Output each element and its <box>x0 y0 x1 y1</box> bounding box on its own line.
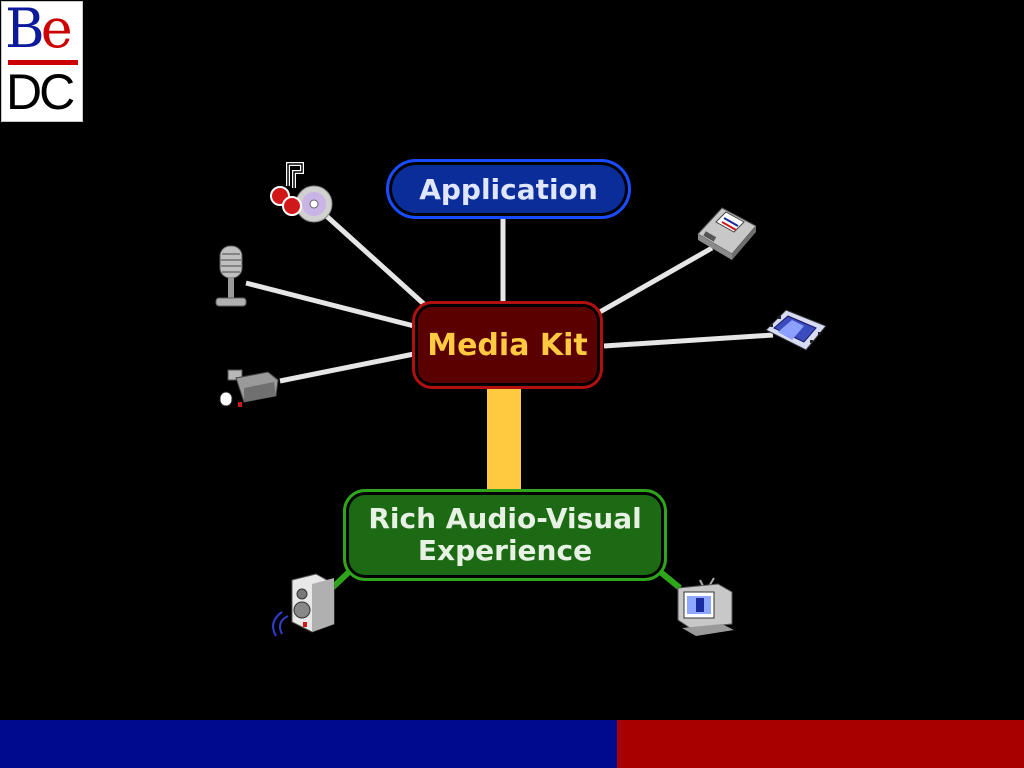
connector-camera <box>279 351 415 384</box>
footer-red-bar <box>617 720 1024 768</box>
footer-blue-bar <box>0 720 617 768</box>
media-kit-node: Media Kit <box>412 301 603 389</box>
microphone-icon <box>215 245 247 307</box>
music-cd-icon <box>270 162 333 223</box>
logo-dc-text: DC <box>6 64 75 120</box>
application-node: Application <box>386 159 631 219</box>
rich-av-label-line2: Experience <box>417 534 593 567</box>
logo-b-letter: B <box>5 0 45 60</box>
speaker-icon <box>272 573 335 637</box>
film-strip-icon <box>765 309 827 351</box>
rich-av-label-line1: Rich Audio-Visual <box>368 502 642 535</box>
media-kit-label: Media Kit <box>427 327 588 363</box>
logo-be-text: Be <box>5 0 73 60</box>
connector-microphone <box>245 280 415 329</box>
rich-av-experience-node: Rich Audio-Visual Experience <box>343 489 667 581</box>
connector-cd <box>320 210 427 307</box>
logo-e-letter: e <box>40 0 73 60</box>
logo-divider <box>8 60 78 65</box>
video-camera-icon <box>219 369 279 407</box>
connector-mixer <box>596 245 714 316</box>
connector-kit-rich <box>487 387 521 491</box>
application-label: Application <box>419 172 598 206</box>
connector-film <box>603 332 774 349</box>
mixer-device-icon <box>697 207 757 260</box>
monitor-icon <box>677 577 734 636</box>
bedc-logo: Be DC <box>1 0 83 122</box>
